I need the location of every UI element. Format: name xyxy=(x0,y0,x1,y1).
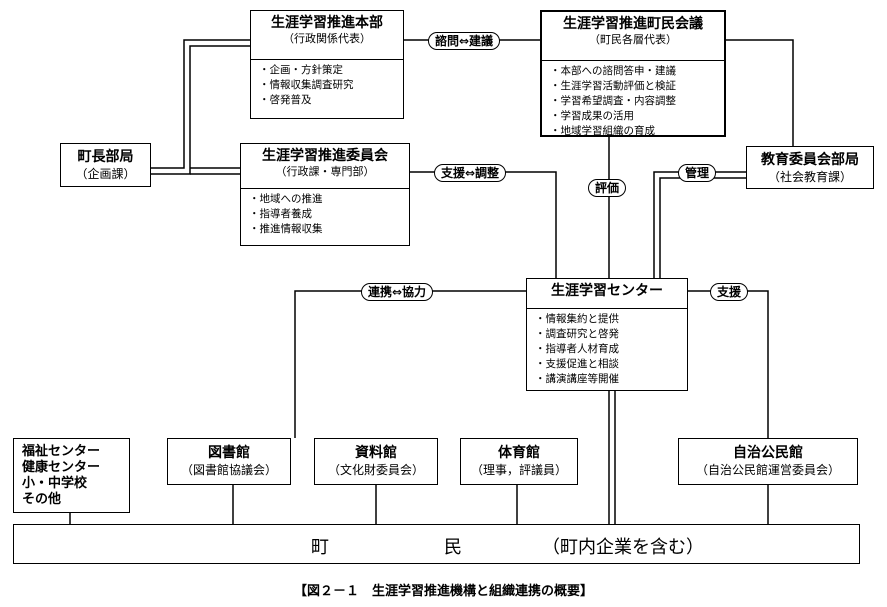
center-title: 生涯学習センター xyxy=(551,283,663,299)
iinkai-box: 生涯学習推進委員会 （行政課・専門部） 地域への推進 指導者養成 推進情報収集 xyxy=(240,143,410,246)
kyoiku-box: 教育委員会部局 （社会教育課） xyxy=(746,146,874,189)
fukushi-line: その他 xyxy=(22,492,62,507)
kyoiku-subtitle: （社会教育課） xyxy=(767,170,852,184)
connector-chocho-honbu xyxy=(151,39,250,169)
kaigi-item: 学習成果の活用 xyxy=(550,109,724,124)
honbu-item: 企画・方針策定 xyxy=(259,63,403,78)
taiikukan-subtitle: （理事，評議員） xyxy=(470,463,567,477)
honbu-title: 生涯学習推進本部 xyxy=(271,15,383,31)
iinkai-item: 地域への推進 xyxy=(249,192,409,207)
chocho-title: 町長部局 xyxy=(77,149,134,165)
center-item: 調査研究と啓発 xyxy=(535,327,687,342)
fukushi-box: 福祉センター 健康センター 小・中学校 その他 xyxy=(13,438,130,513)
chomin-char-1: 町 xyxy=(311,537,329,558)
label-renkei: 連携⇔協力 xyxy=(361,283,434,301)
kaigi-subtitle: （町民各層代表） xyxy=(589,33,677,46)
fukushi-line: 健康センター xyxy=(22,460,101,475)
center-item: 指導者人材育成 xyxy=(535,342,687,357)
label-hyoka: 評価 xyxy=(588,179,627,197)
kaigi-item: 生涯学習活動評価と検証 xyxy=(550,79,724,94)
toshokan-title: 図書館 xyxy=(208,445,250,461)
chomin-char-2: 民 xyxy=(444,537,462,558)
fukushi-line: 小・中学校 xyxy=(22,476,88,491)
iinkai-item: 指導者養成 xyxy=(249,207,409,222)
chomin-note: （町内企業を含む） xyxy=(542,537,704,558)
chocho-box: 町長部局 （企画課） xyxy=(60,143,151,187)
kaigi-item: 地域学習組織の育成 xyxy=(550,124,724,139)
connector-iinkai-center xyxy=(410,171,557,278)
figure-caption: 【図２－１ 生涯学習推進機構と組織連携の概要】 xyxy=(293,584,593,599)
label-shien: 支援 xyxy=(710,283,749,301)
jichi-box: 自治公民館 （自治公民館運営委員会） xyxy=(678,438,858,485)
kaigi-item: 学習希望調査・内容調整 xyxy=(550,94,724,109)
connector-center-jichi xyxy=(688,290,769,438)
center-item: 支援促進と相談 xyxy=(535,357,687,372)
iinkai-item: 推進情報収集 xyxy=(249,222,409,237)
kaigi-title: 生涯学習推進町民会議 xyxy=(563,16,703,32)
shiryokan-title: 資料館 xyxy=(355,445,397,461)
connector-center-renkei xyxy=(294,290,526,438)
center-item: 情報集約と提供 xyxy=(535,312,687,327)
center-item: 講演講座等開催 xyxy=(535,372,687,387)
connector-kaigi-kyoiku xyxy=(726,39,794,146)
taiikukan-box: 体育館 （理事，評議員） xyxy=(460,438,578,485)
label-kanri: 管理 xyxy=(678,164,717,182)
toshokan-box: 図書館 （図書館協議会） xyxy=(167,438,291,485)
center-box: 生涯学習センター 情報集約と提供 調査研究と啓発 指導者人材育成 支援促進と相談… xyxy=(526,278,688,391)
connector-kyoiku-center xyxy=(653,171,746,278)
jichi-subtitle: （自治公民館運営委員会） xyxy=(695,463,840,477)
kaigi-box: 生涯学習推進町民会議 （町民各層代表） 本部への諮問答申・建議 生涯学習活動評価… xyxy=(540,10,726,137)
iinkai-title: 生涯学習推進委員会 xyxy=(262,148,388,164)
honbu-item: 情報収集調査研究 xyxy=(259,78,403,93)
honbu-item: 啓発普及 xyxy=(259,93,403,108)
taiikukan-title: 体育館 xyxy=(498,445,540,461)
shiryokan-subtitle: （文化財委員会） xyxy=(327,463,424,477)
shiryokan-box: 資料館 （文化財委員会） xyxy=(314,438,438,485)
label-shimon: 諮問⇔建議 xyxy=(428,32,501,50)
label-shien-chosei: 支援⇔調整 xyxy=(434,164,507,182)
iinkai-subtitle: （行政課・専門部） xyxy=(275,165,375,178)
toshokan-subtitle: （図書館協議会） xyxy=(180,463,277,477)
kaigi-item: 本部への諮問答申・建議 xyxy=(550,64,724,79)
chocho-subtitle: （企画課） xyxy=(75,167,136,181)
honbu-box: 生涯学習推進本部 （行政関係代表） 企画・方針策定 情報収集調査研究 啓発普及 xyxy=(250,10,404,119)
kyoiku-title: 教育委員会部局 xyxy=(761,152,859,168)
chomin-bar: 町 民 （町内企業を含む） xyxy=(13,524,860,564)
fukushi-line: 福祉センター xyxy=(22,444,101,459)
honbu-subtitle: （行政関係代表） xyxy=(283,32,371,45)
jichi-title: 自治公民館 xyxy=(733,445,803,461)
